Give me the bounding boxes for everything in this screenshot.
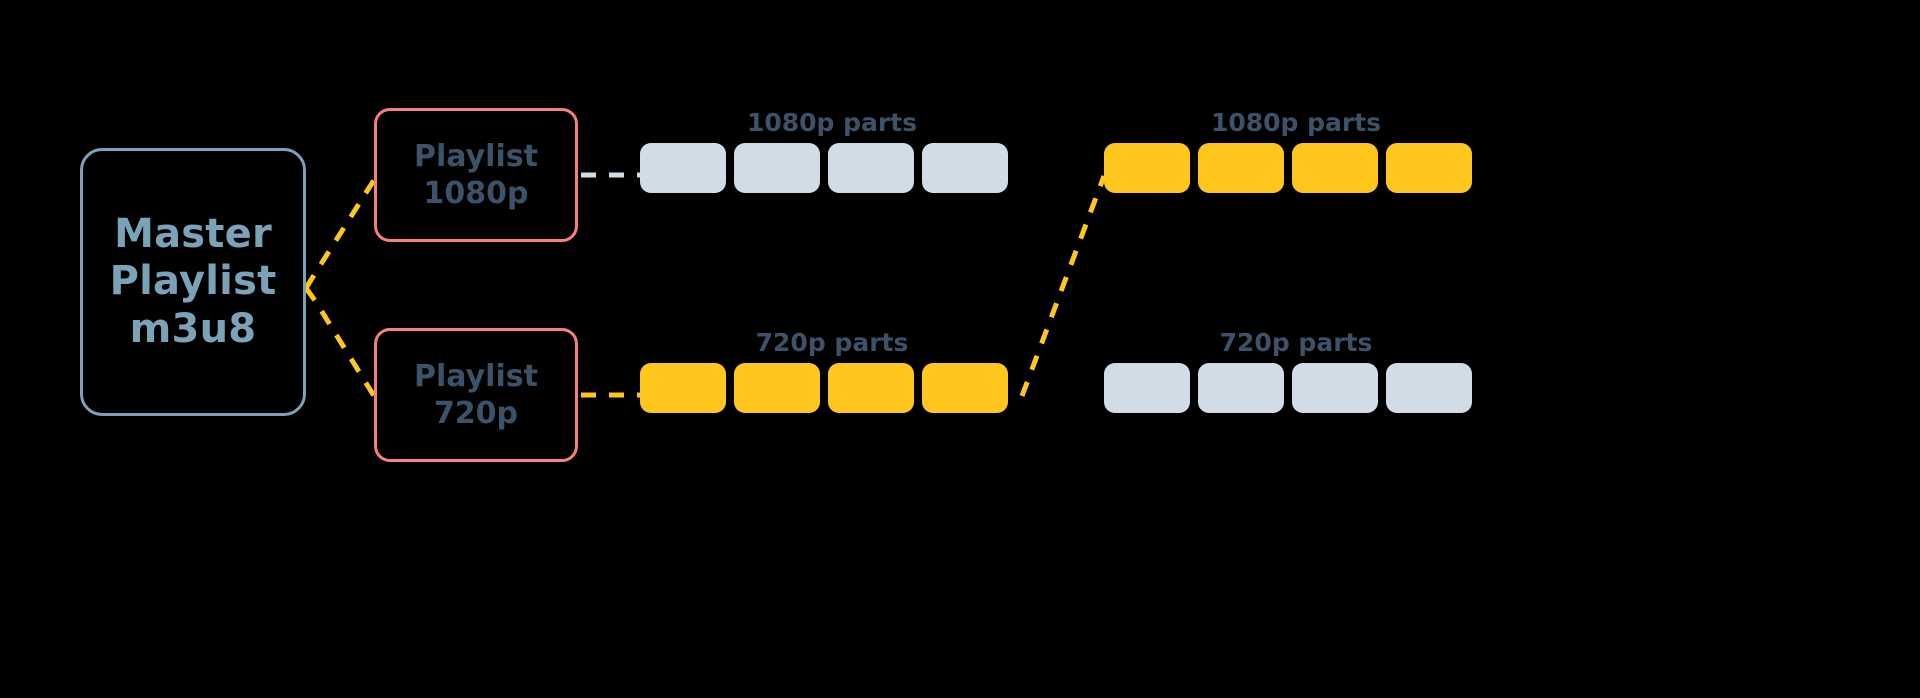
segment[interactable] (1198, 143, 1284, 193)
playlist-1080p-label: Playlist 1080p (414, 138, 538, 213)
segment[interactable] (640, 363, 726, 413)
connector-master-to-1080p-line (303, 178, 377, 290)
segment-row (1104, 143, 1488, 193)
segment-row (1104, 363, 1488, 413)
segment[interactable] (922, 143, 1008, 193)
playlist-1080p-line2: 1080p (423, 176, 529, 211)
segment[interactable] (1198, 363, 1284, 413)
parts-group-bottom-left: 720p parts (640, 330, 1024, 413)
segment[interactable] (922, 363, 1008, 413)
master-playlist-label: Master Playlist m3u8 (110, 211, 277, 353)
segment[interactable] (1292, 143, 1378, 193)
segment-row (640, 363, 1024, 413)
segment-row (640, 143, 1024, 193)
segment[interactable] (640, 143, 726, 193)
segment[interactable] (1104, 143, 1190, 193)
parts-group-bottom-right: 720p parts (1104, 330, 1488, 413)
master-playlist-line1: Master (114, 211, 272, 258)
parts-group-top-right: 1080p parts (1104, 110, 1488, 193)
playlist-720p-line2: 720p (433, 396, 519, 431)
segment[interactable] (734, 363, 820, 413)
segment[interactable] (828, 363, 914, 413)
parts-group-label: 720p parts (755, 328, 909, 357)
master-playlist-line2: Playlist (109, 258, 277, 305)
connector-720p-parts-to-1080p-parts-line (1019, 175, 1107, 397)
master-playlist-line3: m3u8 (129, 305, 257, 352)
segment[interactable] (1292, 363, 1378, 413)
segment[interactable] (1386, 363, 1472, 413)
master-playlist-node[interactable]: Master Playlist m3u8 (80, 148, 306, 416)
playlist-720p-line1: Playlist (414, 358, 538, 394)
playlist-node-1080p[interactable]: Playlist 1080p (374, 108, 578, 242)
playlist-720p-label: Playlist 720p (414, 358, 538, 433)
parts-group-label: 720p parts (1219, 328, 1373, 357)
parts-group-label: 1080p parts (746, 108, 918, 137)
connector-master-to-720p-line (303, 286, 377, 398)
segment[interactable] (1386, 143, 1472, 193)
segment[interactable] (734, 143, 820, 193)
segment[interactable] (1104, 363, 1190, 413)
parts-group-top-left: 1080p parts (640, 110, 1024, 193)
playlist-1080p-line1: Playlist (414, 138, 538, 174)
playlist-node-720p[interactable]: Playlist 720p (374, 328, 578, 462)
parts-group-label: 1080p parts (1210, 108, 1382, 137)
segment[interactable] (828, 143, 914, 193)
